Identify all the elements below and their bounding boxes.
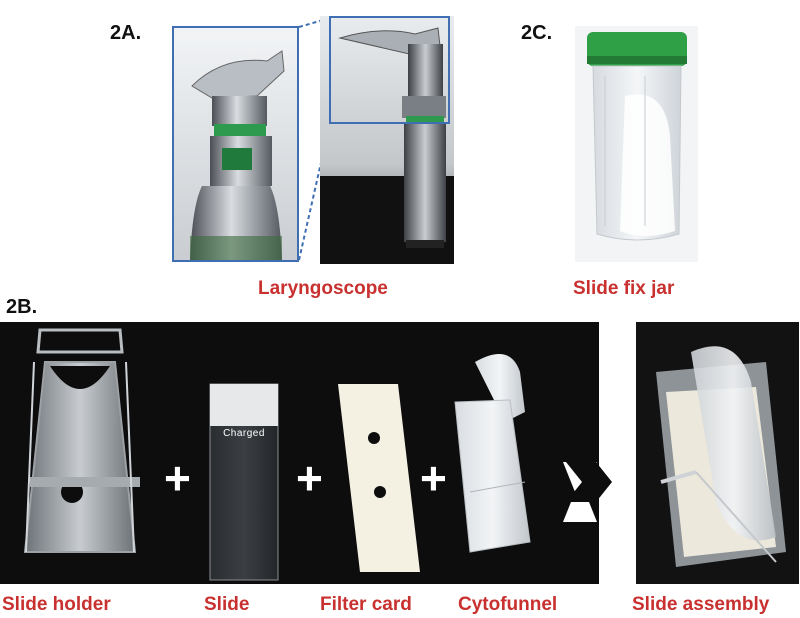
caption-filter-card: Filter card [320,594,412,615]
laryngoscope-zoom-photo [172,26,299,262]
caption-laryngoscope: Laryngoscope [258,278,388,299]
panel-label-2c: 2C. [521,22,553,44]
caption-slide: Slide [204,594,250,615]
panel-label-2b: 2B. [6,296,38,318]
cytofunnel-object [454,354,531,553]
panel-label-2a: 2A. [110,22,142,44]
slide-label-text: Charged [223,428,265,439]
laryngoscope-photo [320,16,454,264]
plus-icon-1: + [164,452,191,504]
caption-slide-assembly: Slide assembly [632,594,770,615]
zoom-region-frame [329,16,450,124]
caption-cytofunnel: Cytofunnel [458,594,558,615]
slide-fix-jar-photo [575,26,698,262]
filter-card-object [338,384,420,572]
zoom-inset-frame [172,26,299,262]
chevron-right-icon [566,462,612,502]
caption-slide-fix-jar: Slide fix jar [573,278,675,299]
plus-icon-2: + [296,452,323,504]
caption-slide-holder: Slide holder [2,594,111,615]
glass-slide-object [209,383,279,581]
slide-components-photo: Charged [0,322,599,584]
plus-icon-3: + [420,452,447,504]
zoom-connector-lines [298,17,331,261]
slide-assembly-photo [636,322,799,584]
slide-holder-object [23,328,140,553]
